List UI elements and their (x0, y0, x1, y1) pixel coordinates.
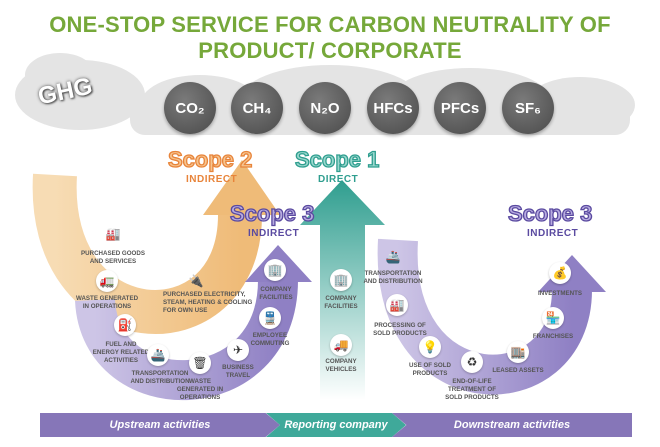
truck-icon: 🚛 (96, 270, 118, 292)
scope2-title: Scope 2 (167, 147, 253, 172)
label-investments: INVESTMENTS (537, 290, 583, 297)
scope3-upstream-title: Scope 3 (229, 201, 315, 226)
label-purchased-electricity: PURCHASED ELECTRICITY, STEAM, HEATING & … (163, 291, 253, 314)
leased-building-icon: 🏬 (507, 341, 529, 363)
gas-sf6: SF₆ (502, 82, 554, 134)
label-franchises: FRANCHISES (532, 333, 574, 340)
label-business-travel: BUSINESS TRAVEL (222, 364, 254, 379)
plane-icon: ✈ (227, 339, 249, 361)
train-icon: 🚆 (259, 307, 281, 329)
gas-n2o: N₂O (299, 82, 351, 134)
label-company-facilities: COMPANY FACILITIES (324, 295, 358, 310)
label-upstream-facilities: COMPANY FACILITIES (259, 286, 293, 301)
bar-downstream: Downstream activities (392, 413, 632, 437)
store-icon: 🏪 (542, 307, 564, 329)
ship-icon: 🚢 (147, 344, 169, 366)
plug-icon: 🔌 (188, 274, 204, 288)
scope3-downstream-subtitle: INDIRECT (527, 228, 579, 239)
label-purchased-goods: PURCHASED GOODS AND SERVICES (81, 250, 145, 265)
factory-icon: 🏭 (386, 294, 408, 316)
bar-reporting: Reporting company (266, 413, 406, 437)
building-icon: 🏢 (330, 269, 352, 291)
page-title-line2: PRODUCT/ CORPORATE (198, 38, 462, 63)
ship-icon: 🚢 (385, 250, 401, 264)
label-company-vehicles: COMPANY VEHICLES (325, 358, 357, 373)
label-end-of-life: END-OF-LIFE TREATMENT OF SOLD PRODUCTS (445, 378, 499, 401)
label-waste-scope2: WASTE GENERATED IN OPERATIONS (75, 295, 139, 310)
scope2-arrow (32, 173, 262, 334)
scope3-upstream-subtitle: INDIRECT (248, 228, 300, 239)
bulb-icon: 💡 (419, 336, 441, 358)
bar-upstream: Upstream activities (40, 413, 280, 437)
fuel-icon: ⛽ (114, 314, 136, 336)
scope3-downstream-title: Scope 3 (507, 201, 593, 226)
gas-pfcs: PFCs (434, 82, 486, 134)
gas-hfcs: HFCs (367, 82, 419, 134)
label-use-of-sold: USE OF SOLD PRODUCTS (409, 362, 451, 377)
label-downstream-transport: TRANSPORTATION AND DISTRIBUTION (363, 270, 423, 285)
gas-co2: CO₂ (164, 82, 216, 134)
factory-icon: 🏭 (105, 227, 121, 241)
scope1-title: Scope 1 (294, 147, 380, 172)
label-leased-assets: LEASED ASSETS (492, 367, 544, 374)
label-employee-commuting: EMPLOYEE COMMUTING (250, 332, 290, 347)
building-icon: 🏢 (264, 259, 286, 281)
vehicle-icon: 🚚 (330, 334, 352, 356)
label-processing: PROCESSING OF SOLD PRODUCTS (373, 322, 427, 337)
recycle-icon: ♻ (461, 351, 483, 373)
page-title-line1: ONE-STOP SERVICE FOR CARBON NEUTRALITY O… (49, 12, 611, 37)
coins-icon: 💰 (549, 262, 571, 284)
scope1-subtitle: DIRECT (318, 174, 359, 185)
label-upstream-transport: TRANSPORTATION AND DISTRIBUTION (130, 370, 190, 385)
label-waste-generated: WASTE GENERATED IN OPERATIONS (176, 378, 224, 401)
label-fuel-energy: FUEL AND ENERGY RELATED ACTIVITIES (92, 341, 150, 364)
gas-ch4: CH₄ (231, 82, 283, 134)
trash-icon: 🗑 (189, 352, 211, 374)
scope2-subtitle: INDIRECT (186, 174, 238, 185)
